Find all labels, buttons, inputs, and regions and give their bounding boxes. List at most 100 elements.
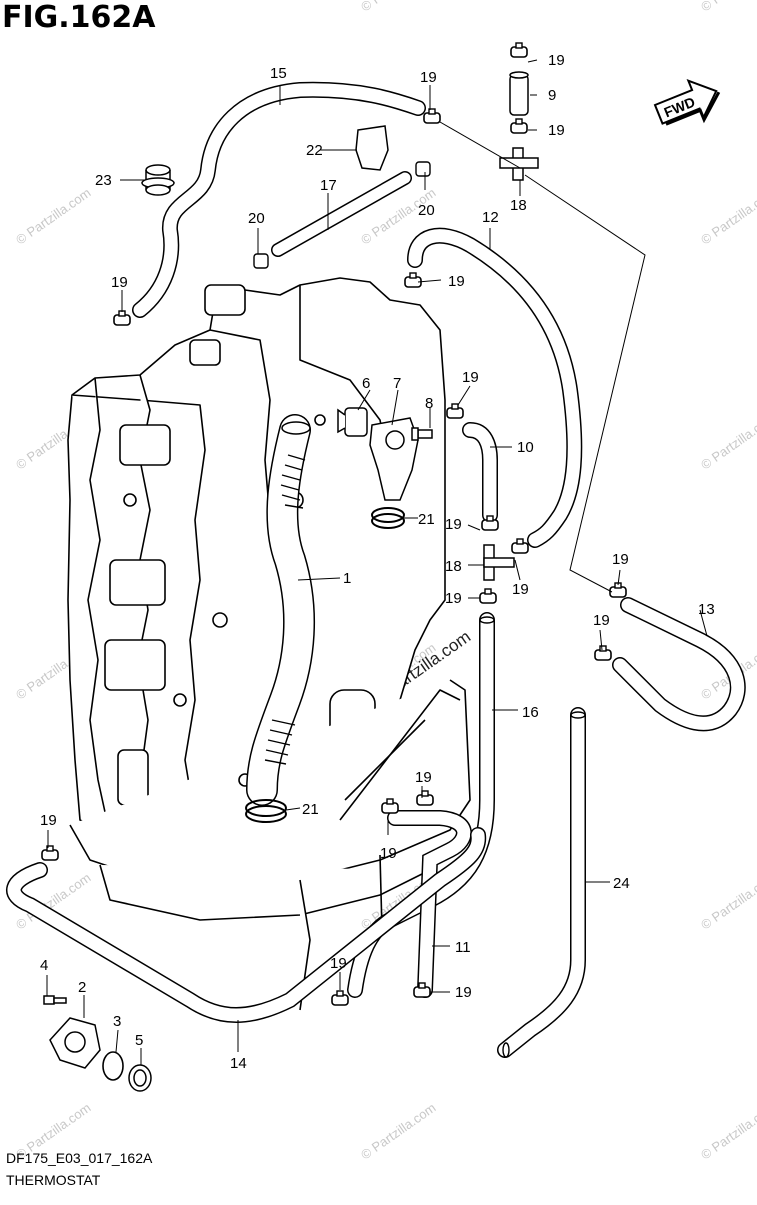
- part-19-clamp[interactable]: [113, 310, 131, 326]
- callout-14: 14: [230, 1055, 247, 1072]
- watermark-text: © Partzilla.com: [698, 870, 757, 933]
- callout-11: 11: [455, 939, 471, 956]
- part-8-bolt[interactable]: [411, 427, 433, 441]
- part-20-clamp-left[interactable]: [253, 253, 269, 269]
- fwd-arrow-icon: FWD: [653, 79, 721, 126]
- part-10-hose[interactable]: [462, 422, 498, 523]
- part-24-hose[interactable]: [497, 707, 586, 1058]
- callout-10: 10: [517, 439, 534, 456]
- part-19-clamp[interactable]: [609, 582, 627, 598]
- part-11-hose[interactable]: [387, 810, 472, 998]
- routing-line: [439, 121, 646, 593]
- callout-12: 12: [482, 209, 499, 226]
- part-13-hose[interactable]: [612, 597, 746, 732]
- part-19-clamp[interactable]: [404, 272, 422, 288]
- callout-19: 19: [330, 955, 347, 972]
- callout-5: 5: [135, 1032, 143, 1049]
- watermark-text: © Partzilla.com: [698, 410, 757, 473]
- part-15-hose[interactable]: [132, 81, 426, 318]
- callout-19: 19: [415, 769, 432, 786]
- callout-20: 20: [418, 202, 435, 219]
- callout-15: 15: [270, 65, 287, 82]
- part-6-thermostat[interactable]: [337, 407, 368, 437]
- part-19-clamp[interactable]: [510, 118, 528, 134]
- callout-2: 2: [78, 979, 86, 996]
- callout-17: 17: [320, 177, 337, 194]
- part-20-clamp-right[interactable]: [415, 161, 431, 177]
- leader-lines: [46, 59, 708, 1065]
- watermark-text: © Partzilla.com: [358, 1100, 438, 1163]
- part-18-joint-upper[interactable]: [499, 147, 539, 181]
- callout-8: 8: [425, 395, 433, 412]
- callout-19: 19: [111, 274, 128, 291]
- callout-3: 3: [113, 1013, 121, 1030]
- callout-19: 19: [462, 369, 479, 386]
- part-19-clamp[interactable]: [479, 588, 497, 604]
- callout-19: 19: [512, 581, 529, 598]
- callout-13: 13: [698, 601, 715, 618]
- part-18-joint-lower[interactable]: [483, 544, 515, 581]
- callout-19: 19: [445, 590, 462, 607]
- callout-19: 19: [548, 52, 565, 69]
- callout-9: 9: [548, 87, 556, 104]
- part-5-cap[interactable]: [128, 1064, 152, 1092]
- part-19-clamp[interactable]: [510, 42, 528, 58]
- part-3-o-ring[interactable]: [102, 1051, 124, 1081]
- callout-4: 4: [40, 957, 48, 974]
- figure-title: FIG.162A: [2, 0, 156, 35]
- part-19-clamp[interactable]: [511, 538, 529, 554]
- callout-21: 21: [302, 801, 319, 818]
- callout-19: 19: [448, 273, 465, 290]
- watermark-text: © Partzilla.com: [698, 0, 757, 14]
- watermark-text: © Partzilla.com: [13, 185, 93, 248]
- part-17-pipe[interactable]: [271, 171, 412, 257]
- callout-22: 22: [306, 142, 323, 159]
- callout-7: 7: [393, 375, 401, 392]
- part-19-clamp[interactable]: [41, 845, 59, 861]
- part-1-thermostat-hose[interactable]: [246, 414, 316, 806]
- callout-19: 19: [445, 516, 462, 533]
- part-19-clamp[interactable]: [331, 990, 349, 1006]
- watermark-text: © Partzilla.com: [698, 1100, 757, 1163]
- part-7-thermostat-cap[interactable]: [369, 417, 419, 501]
- callout-6: 6: [362, 375, 370, 392]
- part-9-hose[interactable]: [509, 71, 529, 116]
- part-19-clamp[interactable]: [594, 645, 612, 661]
- callout-23: 23: [95, 172, 112, 189]
- callout-24: 24: [613, 875, 630, 892]
- clamp-layer: [41, 42, 627, 1006]
- callout-19: 19: [593, 612, 610, 629]
- part-4-bolt[interactable]: [43, 995, 67, 1005]
- callout-16: 16: [522, 704, 539, 721]
- callout-19: 19: [40, 812, 57, 829]
- callout-19: 19: [455, 984, 472, 1001]
- part-19-clamp[interactable]: [446, 403, 464, 419]
- callout-19: 19: [548, 122, 565, 139]
- figure-name: THERMOSTAT: [6, 1172, 101, 1188]
- figure-code: DF175_E03_017_162A: [6, 1150, 153, 1166]
- watermark-text: © Partzilla.com: [358, 0, 438, 14]
- part-19-clamp[interactable]: [481, 515, 499, 531]
- part-14-hose[interactable]: [6, 827, 487, 1023]
- callout-18: 18: [510, 197, 527, 214]
- part-19-clamp[interactable]: [423, 108, 441, 124]
- part-2-cover[interactable]: [49, 1017, 101, 1069]
- callout-18: 18: [445, 558, 462, 575]
- part-19-clamp[interactable]: [381, 798, 399, 814]
- part-22-clip[interactable]: [355, 125, 389, 171]
- callout-20: 20: [248, 210, 265, 227]
- part-12-hose[interactable]: [407, 227, 583, 548]
- callout-19: 19: [420, 69, 437, 86]
- part-19-clamp[interactable]: [416, 790, 434, 806]
- part-19-clamp[interactable]: [413, 982, 431, 998]
- part-23-grommet[interactable]: [141, 164, 175, 196]
- callout-21: 21: [418, 511, 435, 528]
- callout-19: 19: [612, 551, 629, 568]
- part-21-clamp-upper[interactable]: [371, 507, 405, 529]
- callout-1: 1: [343, 570, 351, 587]
- part-21-clamp-lower[interactable]: [245, 799, 287, 823]
- watermark-text: © Partzilla.com: [698, 185, 757, 248]
